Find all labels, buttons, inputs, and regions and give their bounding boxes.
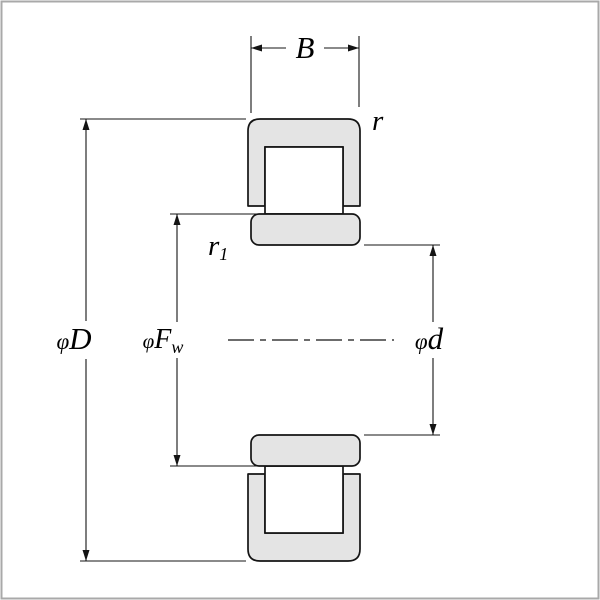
label-phid-letter: d [428,321,444,356]
label-phiD: φD [56,321,91,356]
label-phiFw-letter: F [153,324,172,355]
dimension-phiFw: φFw [143,213,262,467]
label-phid: φd [415,321,444,356]
inner-ring-section [250,213,361,246]
label-phiD-phi: φ [56,329,69,354]
roller-section [264,146,344,215]
label-B: B [296,30,315,65]
label-phiD-letter: D [68,321,91,356]
arrow-B-right [348,44,359,52]
outer-ring-section [247,118,361,207]
label-phiFw: φFw [143,324,184,357]
label-r1-sub: 1 [219,244,228,264]
arrow-d-bottom [429,424,437,435]
label-phiFw-sub: w [171,337,183,357]
arrow-D-bottom [82,550,90,561]
label-phiFw-phi: φ [143,329,155,353]
arrow-B-left [251,44,262,52]
bearing-top-half [247,118,361,246]
arrow-Fw-top [173,214,181,225]
dimension-phid: φd [364,244,444,436]
bearing-bottom-half [247,434,361,562]
label-r: r [372,105,384,137]
arrow-d-top [429,245,437,256]
label-r1: r1 [208,230,228,264]
dimension-phiD: φD [56,118,246,562]
label-r1-base: r [208,230,220,262]
dimension-B: B [250,30,360,113]
arrow-D-top [82,119,90,130]
label-phid-phi: φ [415,329,428,354]
arrow-Fw-bottom [173,455,181,466]
